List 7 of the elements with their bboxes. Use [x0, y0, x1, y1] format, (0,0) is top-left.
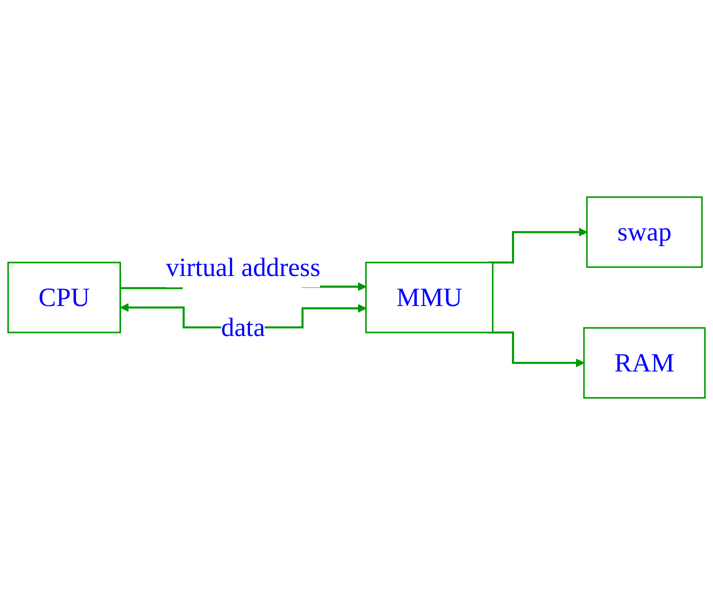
node-box: MMU	[365, 262, 494, 334]
node-box: RAM	[583, 327, 706, 399]
edge-label: data	[221, 312, 266, 342]
node-box: swap	[586, 196, 703, 268]
arrow	[488, 228, 588, 264]
node-box: CPU	[7, 262, 121, 334]
edge-label: virtual address	[166, 252, 320, 282]
